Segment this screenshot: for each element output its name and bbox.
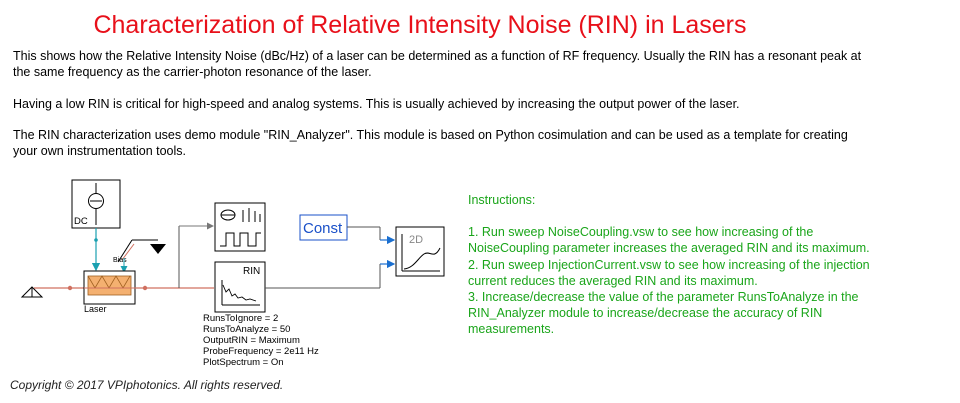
plot-2d-module[interactable]: 2D [395, 226, 445, 277]
low-rin-paragraph: Having a low RIN is critical for high-sp… [13, 97, 740, 111]
param-output-rin: OutputRIN = Maximum [203, 335, 300, 346]
instruction-line: current reduces the averaged RIN and its… [468, 273, 758, 288]
dc-source-module[interactable]: DC [71, 179, 121, 229]
instruction-line: measurements. [468, 322, 555, 337]
instruction-line: 2. Run sweep InjectionCurrent.vsw to see… [468, 257, 870, 272]
bias-ground-module[interactable]: Bias [113, 239, 166, 264]
instruction-line: 1. Run sweep NoiseCoupling.vsw to see ho… [468, 225, 814, 240]
instructions-panel: Instructions: 1. Run sweep NoiseCoupling… [468, 192, 908, 338]
rin-parameter-list: RunsToIgnore = 2 RunsToAnalyze = 50 Outp… [203, 313, 319, 368]
copyright-notice: Copyright © 2017 VPIphotonics. All right… [10, 378, 284, 392]
input-ground-symbol [20, 286, 44, 298]
signal-analyzer-module[interactable] [214, 202, 266, 252]
param-runs-to-ignore: RunsToIgnore = 2 [203, 313, 279, 324]
plot-2d-label: 2D [409, 234, 423, 246]
const-module[interactable]: Const [299, 214, 348, 241]
bias-label: Bias [113, 257, 127, 264]
laser-input-port[interactable] [67, 285, 73, 291]
laser-label: Laser [84, 304, 107, 314]
rin-analyzer-module[interactable]: RIN [214, 261, 266, 313]
instruction-line: NoiseCoupling parameter increases the av… [468, 241, 870, 256]
rin-label: RIN [243, 266, 260, 277]
instructions-heading: Instructions: [468, 193, 536, 207]
laser-module[interactable]: Laser [83, 270, 136, 314]
param-runs-to-analyze: RunsToAnalyze = 50 [203, 324, 291, 335]
module-paragraph: The RIN characterization uses demo modul… [13, 128, 848, 158]
instruction-line: 3. Increase/decrease the value of the pa… [468, 290, 859, 305]
param-probe-frequency: ProbeFrequency = 2e11 Hz [203, 346, 319, 357]
instruction-line: RIN_Analyzer module to increase/decrease… [468, 306, 823, 321]
laser-output-port [142, 285, 148, 291]
page-title: Characterization of Relative Intensity N… [93, 11, 747, 39]
dc-label: DC [74, 216, 88, 227]
intro-paragraph: This shows how the Relative Intensity No… [13, 49, 862, 79]
param-plot-spectrum: PlotSpectrum = On [203, 357, 284, 368]
dc-output-port [94, 238, 98, 242]
const-label: Const [303, 220, 343, 237]
